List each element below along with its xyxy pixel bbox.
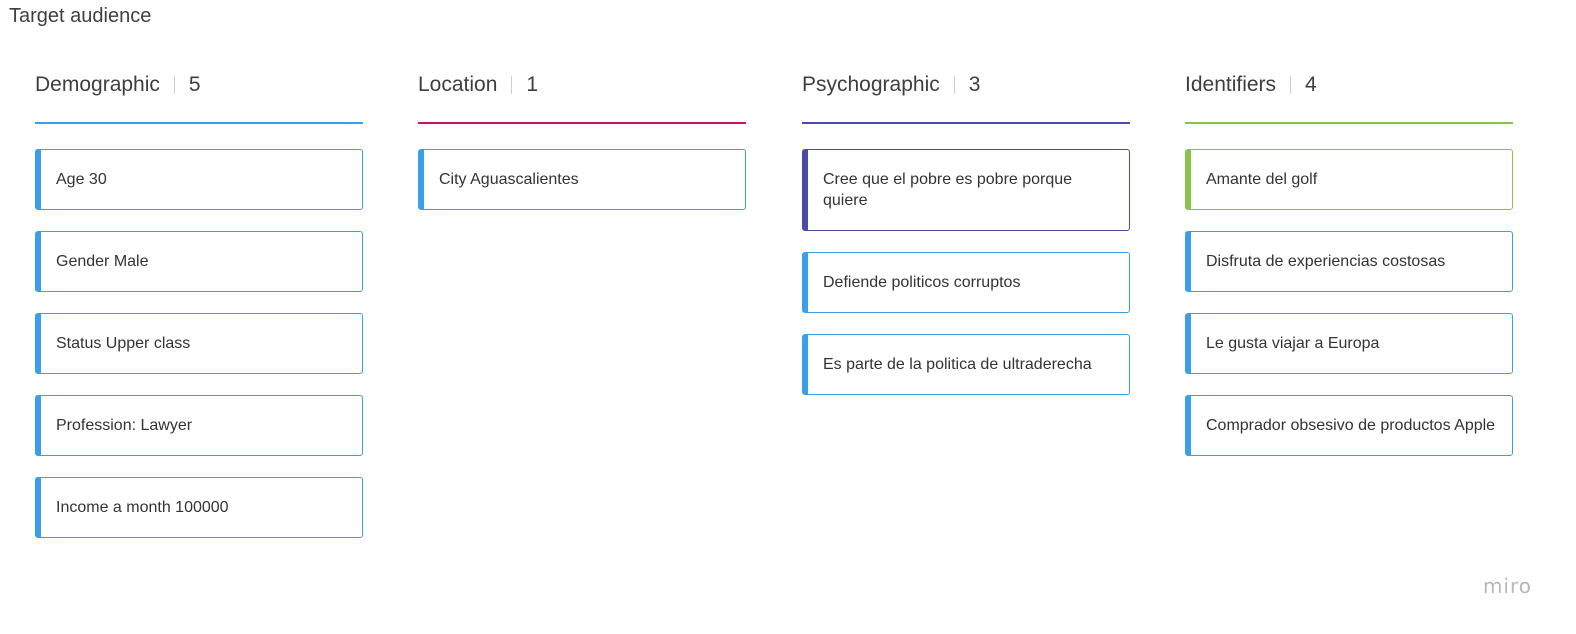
card-count: 4 (1305, 73, 1317, 96)
card-text: Cree que el pobre es pobre porque quiere (823, 171, 1073, 209)
card-text: Gender Male (56, 253, 149, 270)
card-text: Status Upper class (56, 335, 191, 352)
column-header[interactable]: Location 1 (418, 70, 746, 100)
header-divider (953, 76, 955, 94)
header-divider (511, 76, 513, 94)
card-list: Age 30 Gender Male Status Upper class Pr… (35, 149, 363, 559)
column-title: Demographic (35, 73, 160, 96)
card-text: Es parte de la politica de ultraderecha (823, 356, 1092, 373)
card[interactable]: Status Upper class (35, 313, 363, 374)
column-header[interactable]: Psychographic 3 (802, 70, 1130, 100)
card-count: 5 (188, 73, 201, 96)
card[interactable]: Amante del golf (1185, 149, 1513, 210)
card-text: Profession: Lawyer (56, 417, 193, 434)
card[interactable]: Income a month 100000 (35, 477, 363, 538)
column-identifiers: Identifiers 4 Amante del golf Disfruta d… (1185, 70, 1513, 456)
card-count: 3 (968, 73, 981, 96)
card-text: Income a month 100000 (56, 499, 229, 516)
header-divider (1290, 76, 1292, 94)
card[interactable]: Age 30 (35, 149, 363, 210)
column-accent-line (1185, 122, 1513, 124)
card[interactable]: Profession: Lawyer (35, 395, 363, 456)
card-text: Le gusta viajar a Europa (1206, 335, 1380, 352)
card[interactable]: City Aguascalientes (418, 149, 746, 210)
column-accent-line (802, 122, 1130, 124)
column-header[interactable]: Demographic 5 (35, 70, 363, 100)
column-accent-line (418, 122, 746, 124)
card-list: Cree que el pobre es pobre porque quiere… (802, 149, 1130, 416)
card-text: City Aguascalientes (439, 171, 579, 188)
card[interactable]: Disfruta de experiencias costosas (1185, 231, 1513, 292)
card-list: Amante del golf Disfruta de experiencias… (1185, 149, 1513, 477)
card-count: 1 (526, 73, 539, 96)
card-text: Disfruta de experiencias costosas (1206, 253, 1446, 270)
column-title: Psychographic (802, 73, 940, 96)
column-location: Location 1 City Aguascalientes (418, 70, 746, 210)
header-divider (173, 76, 175, 94)
column-accent-line (35, 122, 363, 124)
miro-logo: miro (1482, 574, 1532, 598)
card-text: Defiende politicos corruptos (823, 274, 1021, 291)
card-text: Amante del golf (1206, 171, 1318, 188)
column-demographic: Demographic 5 Age 30 Gender Male Status … (35, 70, 363, 538)
card[interactable]: Comprador obsesivo de productos Apple (1185, 395, 1513, 456)
card[interactable]: Le gusta viajar a Europa (1185, 313, 1513, 374)
card-text: Comprador obsesivo de productos Apple (1206, 417, 1496, 434)
column-title: Location (418, 73, 498, 96)
column-title: Identifiers (1185, 73, 1277, 96)
card[interactable]: Defiende politicos corruptos (802, 252, 1130, 313)
card-list: City Aguascalientes (418, 149, 746, 231)
board-title: Target audience (9, 5, 152, 27)
column-header[interactable]: Identifiers 4 (1185, 70, 1513, 100)
card[interactable]: Gender Male (35, 231, 363, 292)
card[interactable]: Es parte de la politica de ultraderecha (802, 334, 1130, 395)
column-psychographic: Psychographic 3 Cree que el pobre es pob… (802, 70, 1130, 395)
card[interactable]: Cree que el pobre es pobre porque quiere (802, 149, 1130, 231)
card-text: Age 30 (56, 171, 107, 188)
